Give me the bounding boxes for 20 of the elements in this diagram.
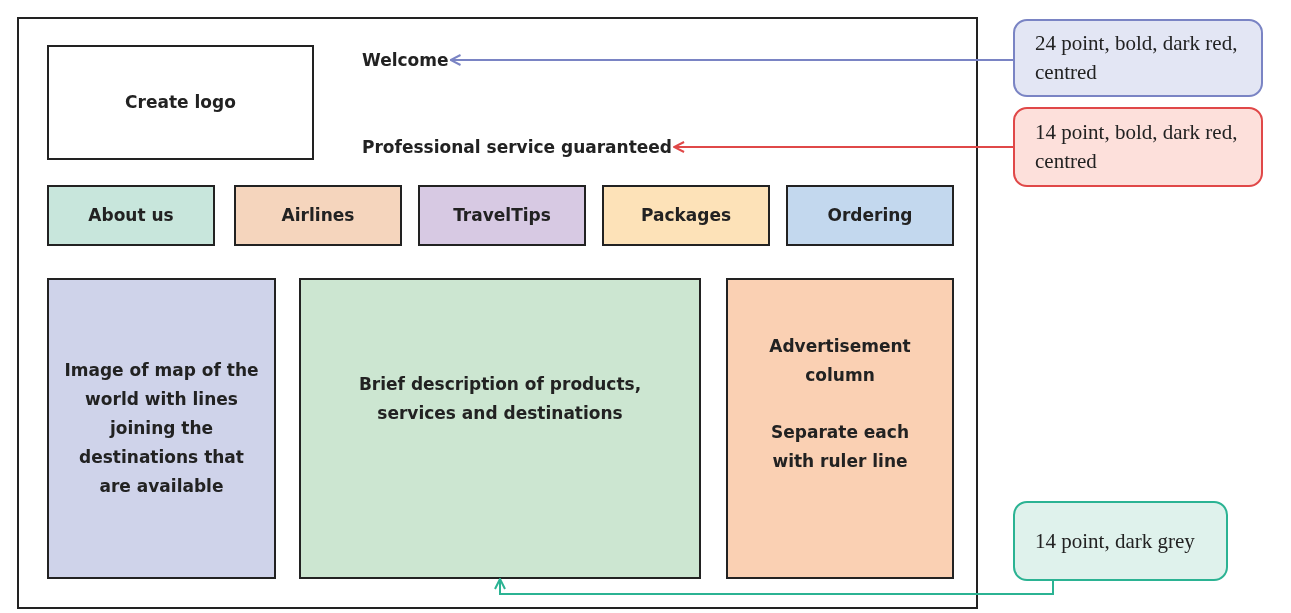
- note-box: Create logo: [47, 45, 314, 160]
- tagline-text: Professional service guaranteed: [362, 131, 673, 163]
- page-frame: [17, 17, 978, 609]
- menu-tab: Ordering: [786, 185, 954, 246]
- menu-tab: About us: [47, 185, 215, 246]
- callout-box: 14 point, bold, dark red, centred: [1013, 107, 1263, 187]
- arrow: [673, 141, 1014, 153]
- heading-text: Welcome: [362, 44, 449, 76]
- menu-tab: TravelTips: [418, 185, 586, 246]
- panel-text: Separate each with ruler line: [770, 420, 910, 473]
- panel-text: Advertisement column: [768, 334, 912, 387]
- callout-box: 14 point, dark grey: [1013, 501, 1228, 581]
- image-panel: Image of map of the world with lines joining the destinations that are available: [47, 278, 276, 579]
- menu-tab: Airlines: [234, 185, 402, 246]
- advert-panel: [726, 278, 954, 579]
- content-panel: Brief description of products, services and destinations: [299, 278, 701, 579]
- callout-box: 24 point, bold, dark red, centred: [1013, 19, 1263, 97]
- arrow: [494, 578, 1054, 595]
- arrow: [449, 54, 1014, 66]
- menu-tab: Packages: [602, 185, 770, 246]
